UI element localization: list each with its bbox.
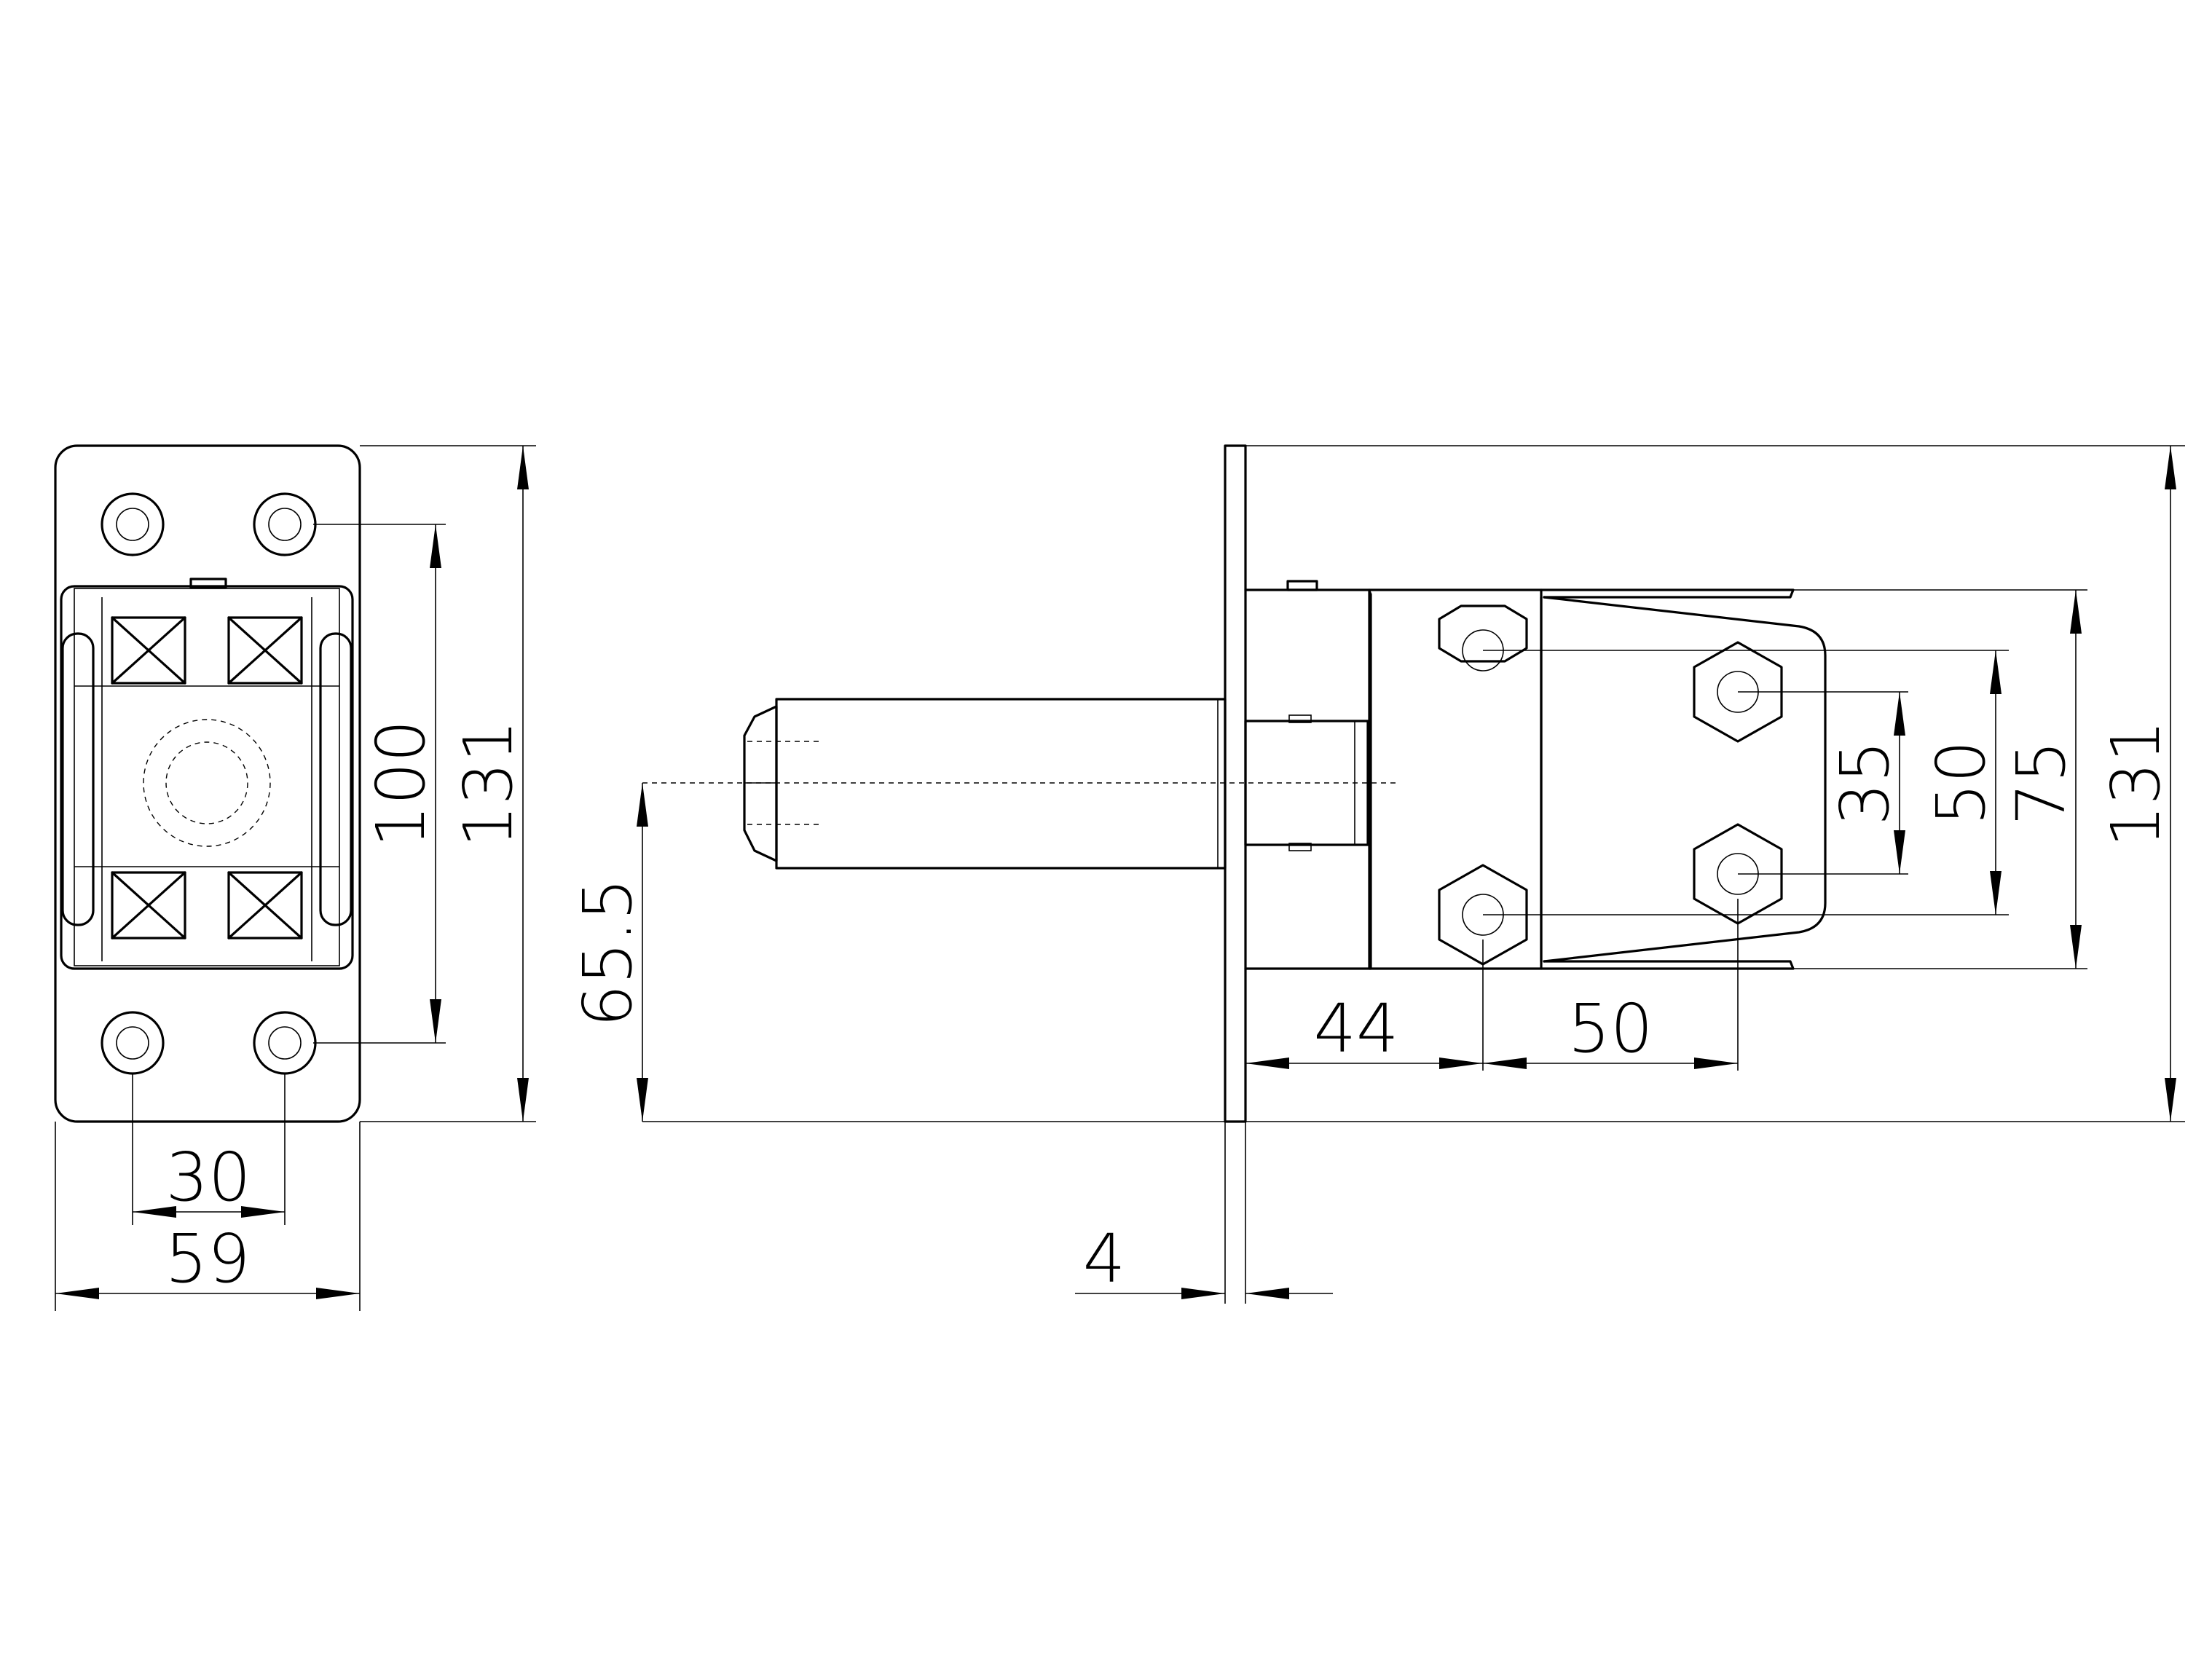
dim-bolt-spacing-horizontal: 50 xyxy=(1483,899,1739,1071)
pad-top-left xyxy=(111,616,186,685)
dim-text-131-side: 131 xyxy=(2097,720,2175,848)
dim-text-4: 4 xyxy=(1083,1220,1126,1298)
dim-hole-spacing-horizontal: 30 xyxy=(132,1074,286,1225)
mounting-hole-bottom-left xyxy=(101,1011,165,1075)
dim-plate-to-first-bolt: 44 xyxy=(1245,940,1484,1071)
mounting-hole-bottom-right xyxy=(253,1011,317,1075)
hidden-axle-circles xyxy=(143,719,271,847)
dim-plate-thickness: 4 xyxy=(1075,1122,1333,1304)
dim-text-44: 44 xyxy=(1313,990,1398,1068)
dim-hole-spacing-vertical: 100 xyxy=(313,524,446,1044)
mounting-hole-top-right xyxy=(253,492,317,556)
dim-text-75: 75 xyxy=(2002,740,2080,825)
dim-text-100: 100 xyxy=(362,720,440,848)
dim-text-131-front: 131 xyxy=(449,720,527,848)
base-plate xyxy=(1224,444,1247,1123)
front-view: 100 131 30 59 xyxy=(54,444,536,1311)
dim-bracket-height: 75 xyxy=(1793,589,2087,969)
dim-text-50-vertical: 50 xyxy=(1922,740,2000,825)
mounting-plate-outline xyxy=(54,444,361,1123)
pad-bottom-right xyxy=(227,871,303,940)
dim-text-65-5: 65.5 xyxy=(569,878,647,1028)
dim-plate-height: 131 xyxy=(360,445,536,1122)
axle-tube xyxy=(743,698,1227,870)
dim-outer-bolt-spacing: 50 xyxy=(1483,650,2009,915)
mounting-hole-top-left xyxy=(101,492,165,556)
pad-bottom-left xyxy=(111,871,186,940)
dim-plate-width: 59 xyxy=(55,1122,361,1311)
dim-text-50-horizontal: 50 xyxy=(1567,990,1653,1068)
dim-text-30: 30 xyxy=(165,1138,251,1216)
hex-bolt-upper-left xyxy=(1438,604,1528,671)
dim-inner-bolt-spacing: 35 xyxy=(1738,691,1908,875)
bracket-body xyxy=(60,578,354,970)
dim-axis-height: 65.5 xyxy=(569,783,2185,1122)
pad-top-right xyxy=(227,616,303,685)
dim-text-59: 59 xyxy=(165,1220,250,1298)
dim-overall-height: 131 xyxy=(1245,445,2185,1122)
dim-text-35: 35 xyxy=(1826,740,1904,825)
bracket-side xyxy=(1244,580,1827,970)
side-view: 65.5 4 44 50 xyxy=(569,444,2185,1304)
